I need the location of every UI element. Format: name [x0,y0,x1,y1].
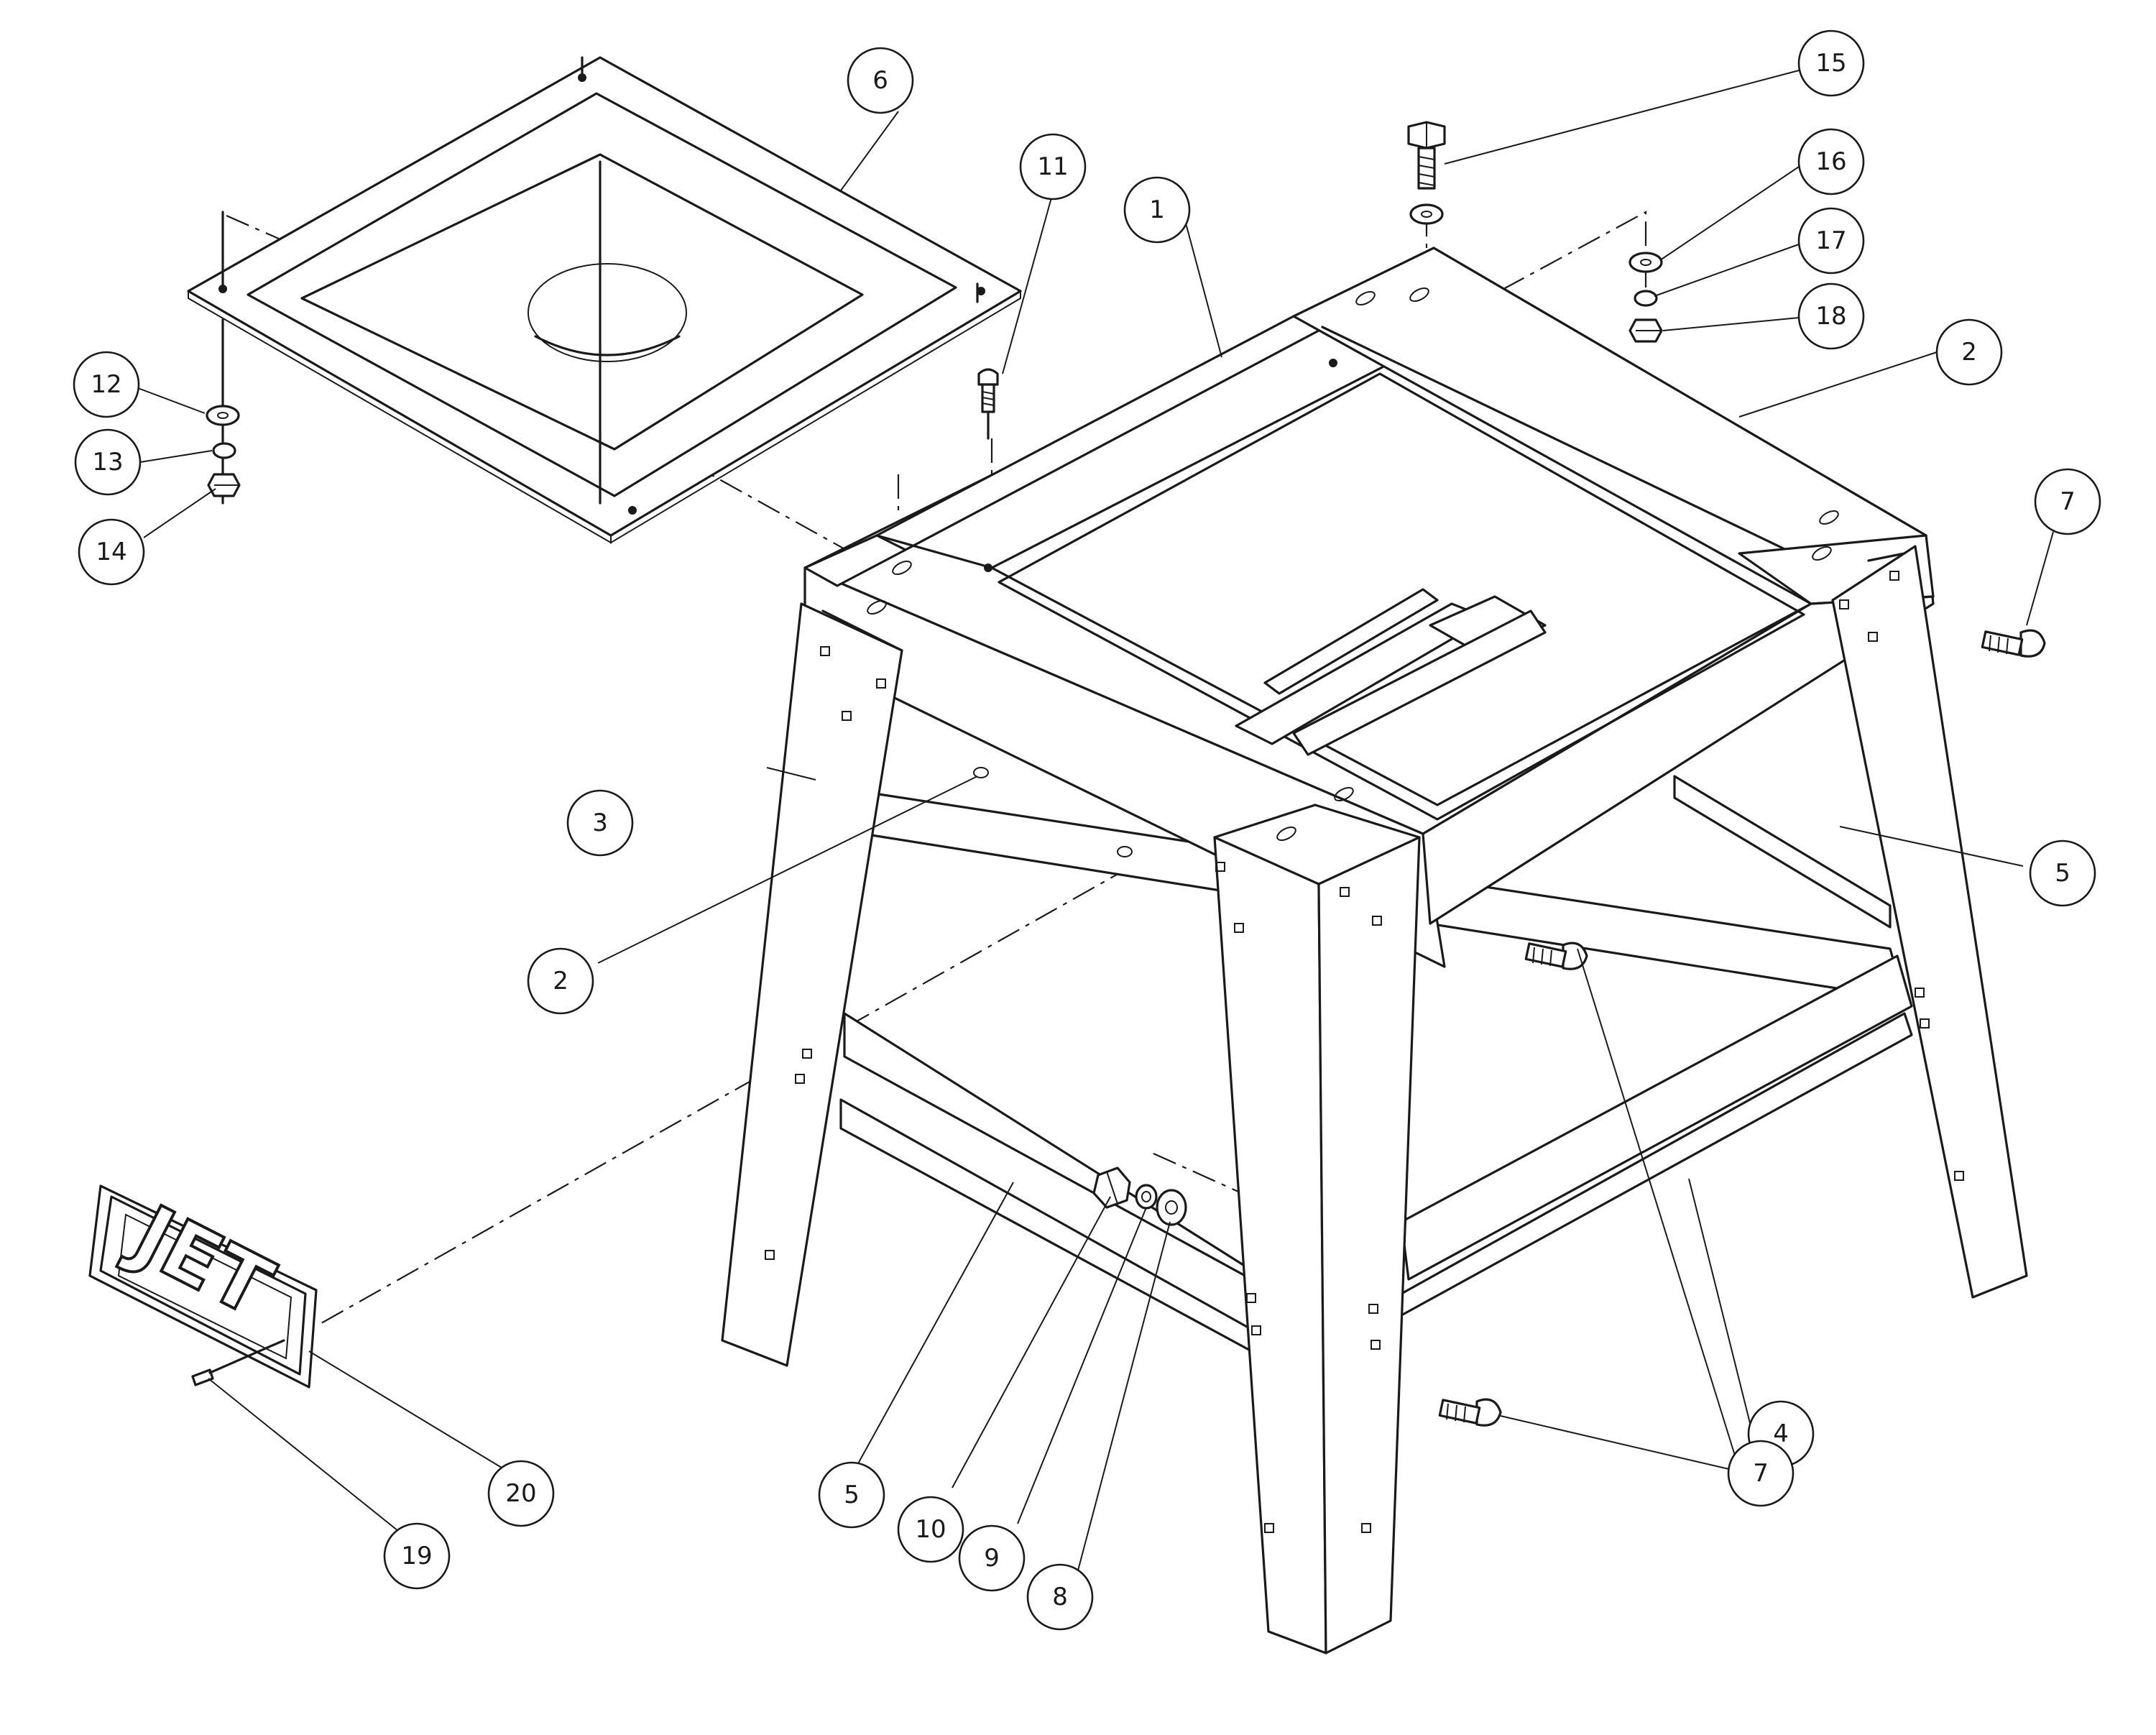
leader-lines [126,70,2054,1571]
part-callout: 9 [958,1524,1026,1592]
upper-frame [803,247,1935,968]
bolt-11 [977,368,999,440]
callout-number: 17 [1815,226,1846,255]
callout-number: 7 [1753,1459,1769,1488]
part-callout: 6 [847,47,914,114]
callout-number: 10 [915,1515,946,1544]
part-callout: 8 [1026,1563,1094,1631]
part-callout: 15 [1797,29,1865,97]
part-callout: 18 [1797,282,1865,350]
callout-number: 19 [401,1542,432,1570]
callout-number: 11 [1037,152,1068,181]
part-callout: 11 [1019,133,1087,201]
callout-number: 15 [1815,49,1846,78]
callout-number: 1 [1149,195,1165,224]
part-callout: 2 [1935,318,2003,386]
screw-19 [191,1339,285,1386]
hardware-8-9-10 [1092,1166,1187,1226]
callout-number: 8 [1052,1583,1068,1611]
part-callout: 10 [897,1496,964,1563]
top-plate [187,56,1022,544]
callout-number: 16 [1815,147,1846,176]
callout-number: 2 [553,967,568,995]
part-callout: 14 [78,518,145,586]
part-callout: 7 [1727,1440,1795,1507]
callout-number: 6 [872,66,888,95]
part-callout: 19 [383,1522,451,1590]
part-callout: 17 [1797,207,1865,275]
callout-number: 5 [2055,859,2070,888]
hardware-12-13-14 [206,405,241,497]
part-callout: 20 [487,1460,555,1527]
callout-number: 2 [1961,338,1977,367]
callout-number: 13 [92,448,123,477]
part-callout: 16 [1797,128,1865,195]
callout-number: 18 [1815,302,1846,331]
callout-number: 4 [1773,1419,1789,1448]
part-callout: 1 [1123,176,1191,244]
carriage-bolts-7 [1438,629,2046,1427]
hardware-15-18 [1407,121,1663,343]
callout-number: 3 [592,809,608,837]
callout-number: 5 [844,1481,860,1509]
callout-number: 7 [2060,487,2076,516]
part-callout: 2 [527,947,594,1015]
nameplate-20: JET [88,1184,318,1389]
front-legs [721,545,2028,1655]
part-callout: 5 [818,1461,885,1529]
callout-number: 14 [96,538,126,566]
part-callout: 5 [2029,839,2096,907]
callout-number: 12 [91,370,121,399]
part-callout: 7 [2034,468,2101,535]
lock-washer-13 [212,442,236,459]
part-callout: 3 [566,789,634,857]
callout-number: 20 [505,1479,536,1508]
lock-washer-17 [1634,290,1658,307]
part-callout: 12 [73,351,140,418]
callout-number: 9 [984,1544,1000,1573]
part-callout: 13 [74,428,142,496]
leg-holes [765,571,1964,1533]
